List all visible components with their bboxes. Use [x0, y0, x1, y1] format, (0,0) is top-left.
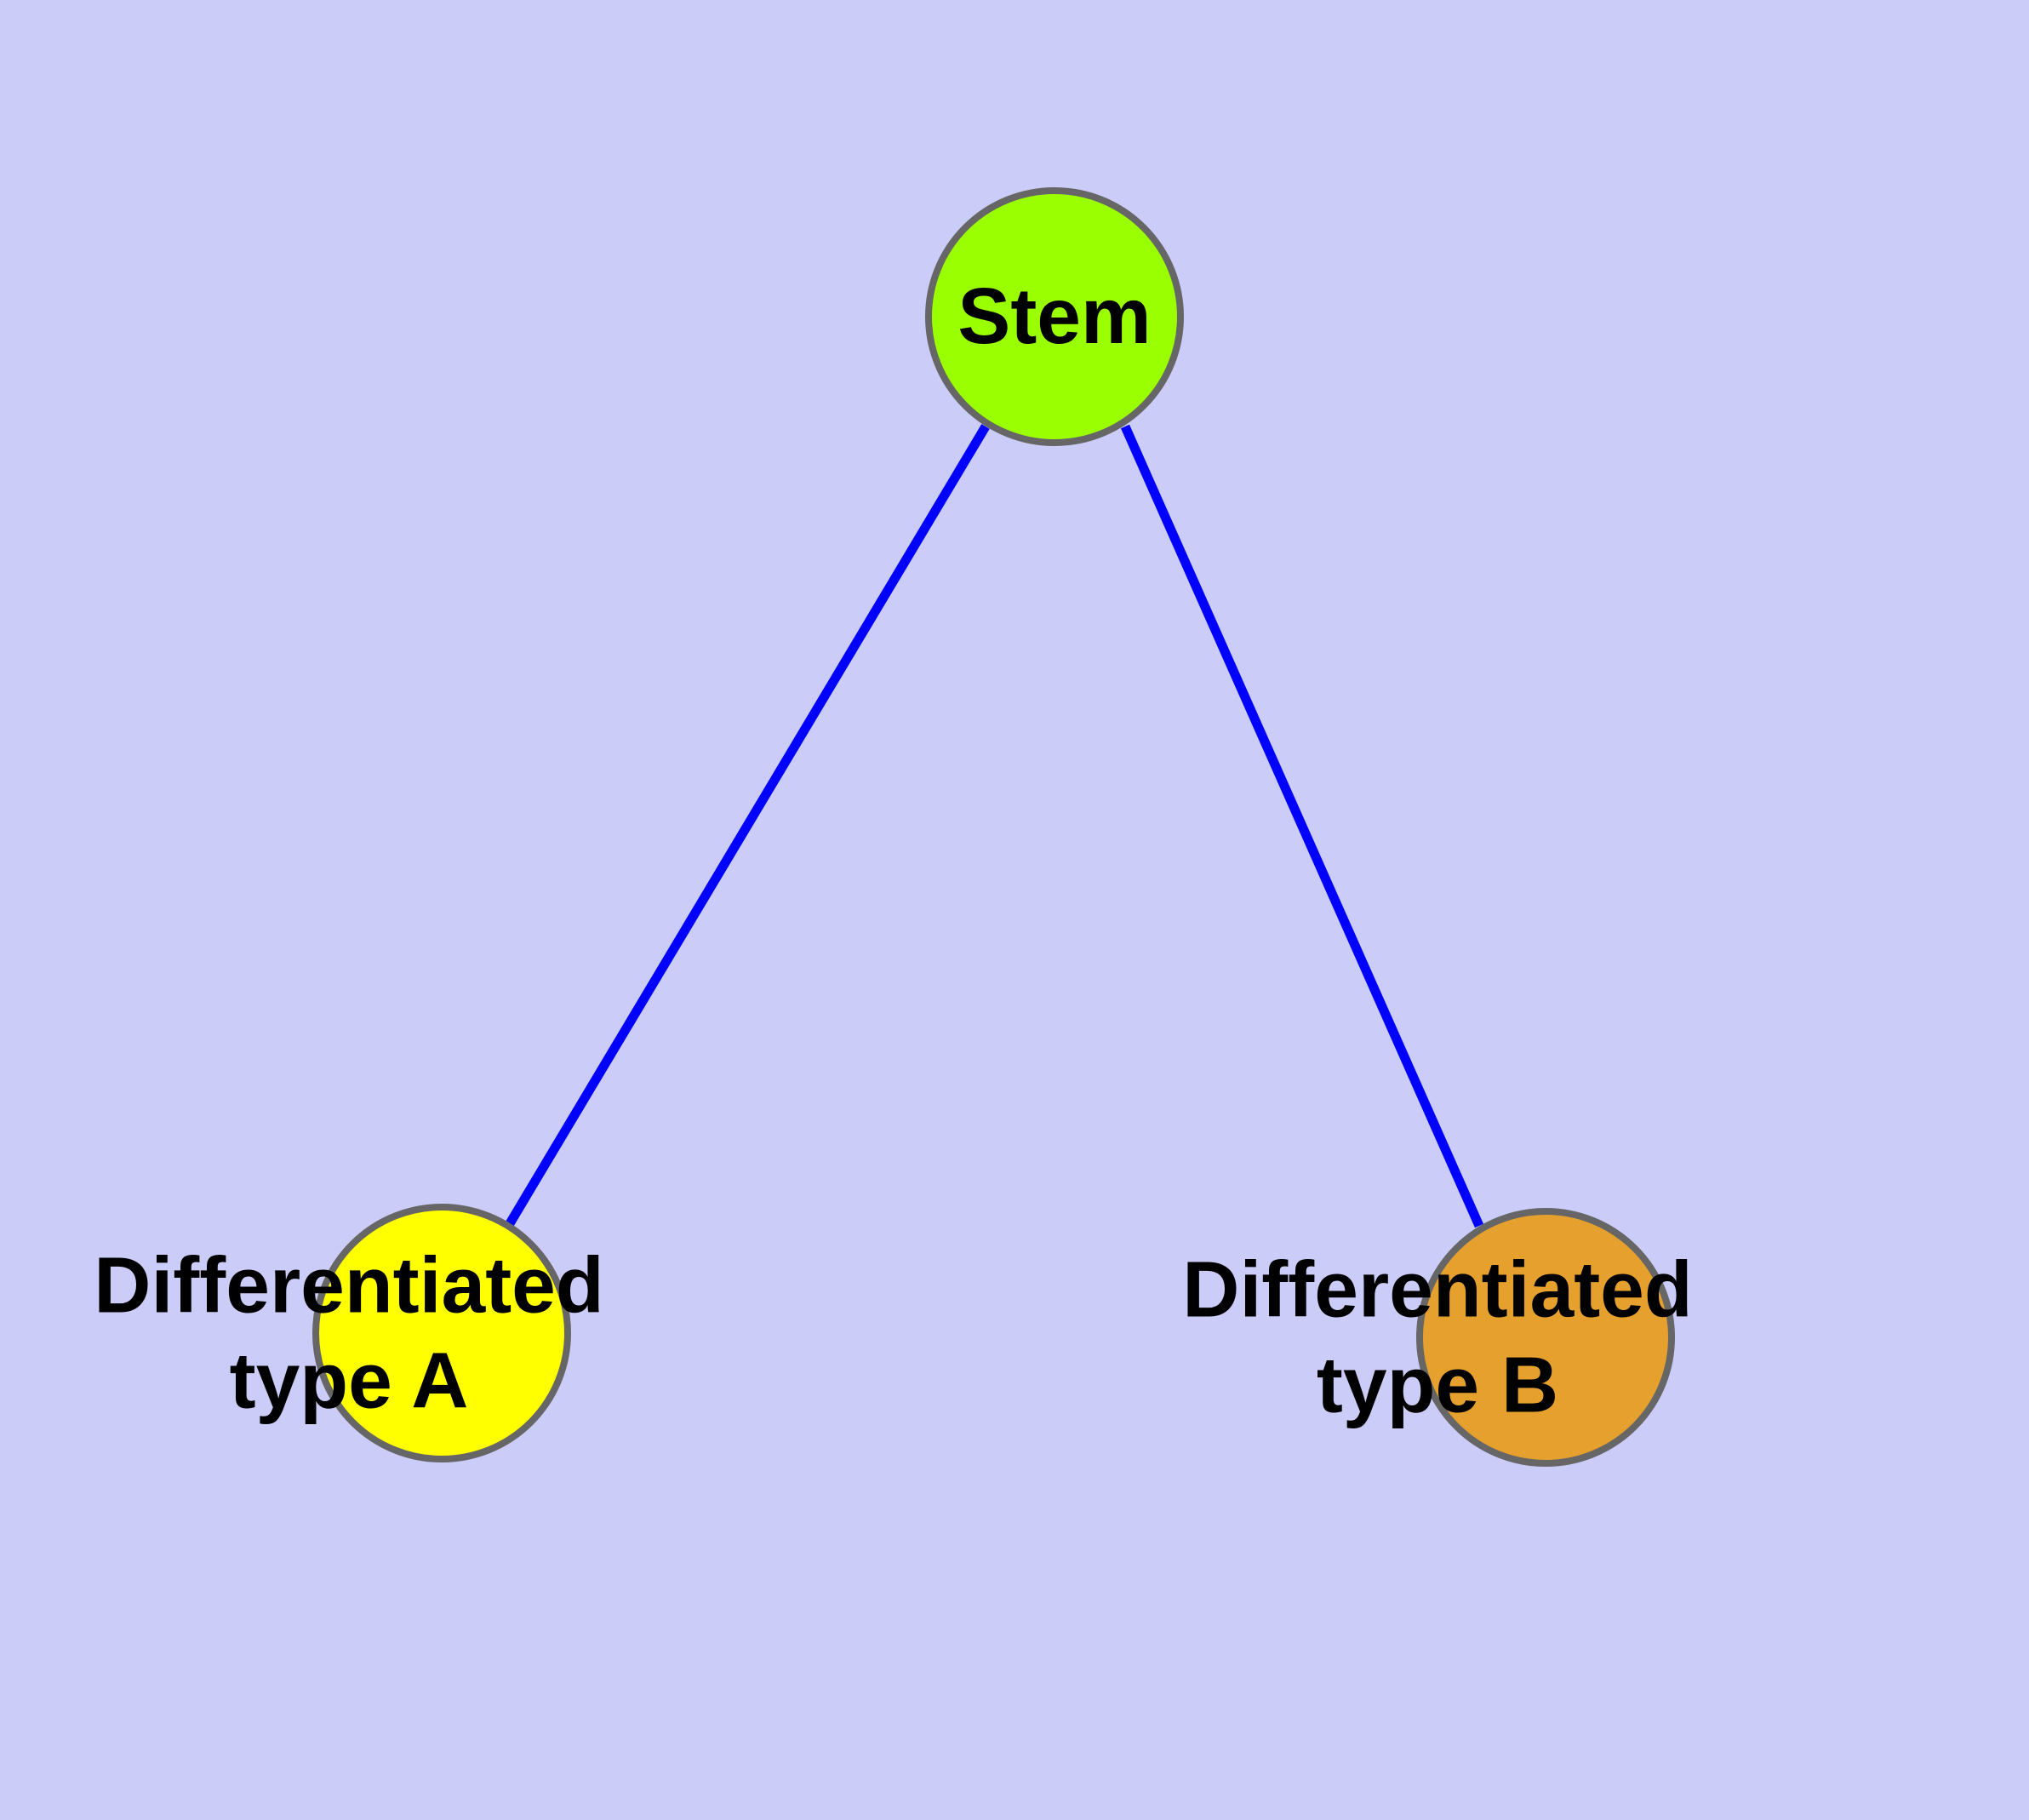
node-differentiated-type-b[interactable]	[1416, 1208, 1675, 1467]
node-stem[interactable]	[925, 187, 1184, 446]
edge-stem-diff-a	[505, 424, 990, 1228]
edge-layer	[505, 424, 1484, 1228]
node-differentiated-type-a[interactable]	[312, 1204, 571, 1462]
node-layer	[312, 187, 1675, 1467]
edge-stem-diff-b	[1120, 424, 1484, 1228]
